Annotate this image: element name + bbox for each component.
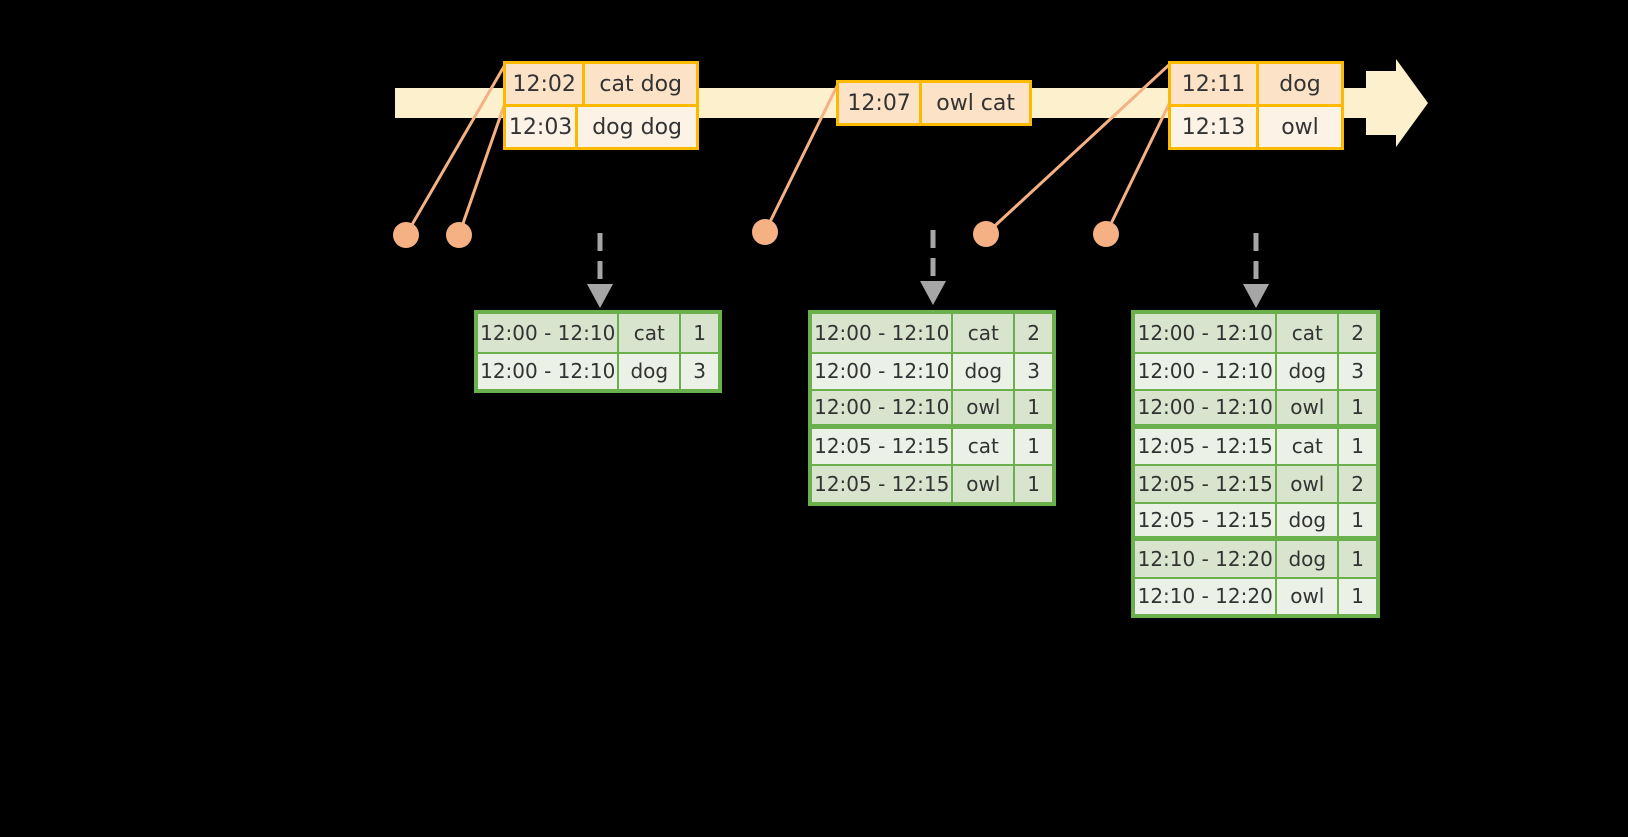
- marker-dot-1[interactable]: [393, 222, 419, 248]
- cell-window: 12:00 - 12:10: [478, 353, 620, 389]
- cell-word: cat: [1277, 314, 1340, 352]
- event-words: dog dog: [592, 114, 682, 140]
- cell-word: owl: [1277, 466, 1340, 502]
- cell-count: 3: [693, 359, 706, 384]
- cell-word: dog: [1277, 541, 1340, 577]
- cell-count: 1: [1027, 395, 1040, 420]
- event-words: cat dog: [599, 71, 682, 97]
- event-time: 12:03: [506, 107, 579, 147]
- cell-window: 12:05 - 12:15: [812, 466, 954, 502]
- cell-word: owl: [953, 391, 1016, 424]
- leader-line-5: [1104, 98, 1173, 236]
- cell-word: cat: [1277, 428, 1340, 464]
- dashed-arrow-1-head: [587, 284, 613, 308]
- event-time: 12:11: [1171, 64, 1259, 104]
- marker-dot-5[interactable]: [1093, 221, 1119, 247]
- event-row[interactable]: 12:07 owl cat: [839, 83, 1029, 123]
- cell-count: 1: [1351, 507, 1364, 532]
- cell-count: 2: [1351, 471, 1364, 496]
- event-box-3[interactable]: 12:11 dog 12:13 owl: [1168, 61, 1344, 150]
- cell-window: 12:10 - 12:20: [1135, 578, 1278, 614]
- cell-count: 3: [1027, 359, 1040, 384]
- cell-window: 12:00 - 12:10: [812, 353, 954, 389]
- cell-count: 1: [1351, 584, 1364, 609]
- event-row[interactable]: 12:02 cat dog: [506, 64, 696, 104]
- cell-count: 2: [1027, 320, 1040, 345]
- cell-count: 1: [1351, 546, 1364, 571]
- event-words: owl cat: [936, 90, 1015, 116]
- cell-count: 1: [1027, 471, 1040, 496]
- cell-word: cat: [953, 428, 1016, 464]
- event-time: 12:13: [1171, 107, 1259, 147]
- cell-window: 12:05 - 12:15: [1135, 466, 1278, 502]
- cell-window: 12:00 - 12:10: [812, 314, 954, 352]
- cell-word: cat: [953, 314, 1016, 352]
- event-time: 12:02: [506, 64, 586, 104]
- cell-word: dog: [1277, 353, 1340, 389]
- cell-window: 12:00 - 12:10: [478, 314, 620, 352]
- marker-dot-4[interactable]: [973, 221, 999, 247]
- cell-count: 3: [1351, 359, 1364, 384]
- event-words: dog: [1279, 71, 1321, 97]
- cell-window: 12:05 - 12:15: [1135, 503, 1278, 536]
- cell-word: cat: [619, 314, 682, 352]
- event-row[interactable]: 12:13 owl: [1171, 104, 1341, 147]
- cell-count: 1: [693, 320, 706, 345]
- marker-dot-3[interactable]: [752, 219, 778, 245]
- cell-window: 12:00 - 12:10: [1135, 391, 1278, 424]
- cell-window: 12:05 - 12:15: [812, 428, 954, 464]
- cell-count: 1: [1351, 434, 1364, 459]
- cell-word: dog: [1277, 503, 1340, 536]
- dashed-arrows-group: [587, 230, 1269, 308]
- dashed-arrow-3-head: [1243, 284, 1269, 308]
- dashed-arrow-2-head: [920, 281, 946, 305]
- cell-word: owl: [1277, 578, 1340, 614]
- cell-window: 12:00 - 12:10: [1135, 314, 1278, 352]
- cell-count: 2: [1351, 320, 1364, 345]
- leader-line-2: [457, 98, 508, 237]
- cell-word: dog: [953, 353, 1016, 389]
- marker-dot-2[interactable]: [446, 222, 472, 248]
- cell-window: 12:00 - 12:10: [1135, 353, 1278, 389]
- marker-dots-group: [393, 219, 1119, 248]
- event-words: owl: [1281, 114, 1319, 140]
- cell-word: owl: [1277, 391, 1340, 424]
- event-box-2[interactable]: 12:07 owl cat: [836, 80, 1032, 126]
- cell-window: 12:00 - 12:10: [812, 391, 954, 424]
- cell-word: dog: [619, 353, 682, 389]
- event-row[interactable]: 12:11 dog: [1171, 64, 1341, 104]
- cell-count: 1: [1027, 434, 1040, 459]
- event-box-1[interactable]: 12:02 cat dog 12:03 dog dog: [503, 61, 699, 150]
- cell-window: 12:10 - 12:20: [1135, 541, 1278, 577]
- cell-window: 12:05 - 12:15: [1135, 428, 1278, 464]
- event-time: 12:07: [839, 83, 923, 123]
- event-row[interactable]: 12:03 dog dog: [506, 104, 696, 147]
- cell-count: 1: [1351, 395, 1364, 420]
- cell-word: owl: [953, 466, 1016, 502]
